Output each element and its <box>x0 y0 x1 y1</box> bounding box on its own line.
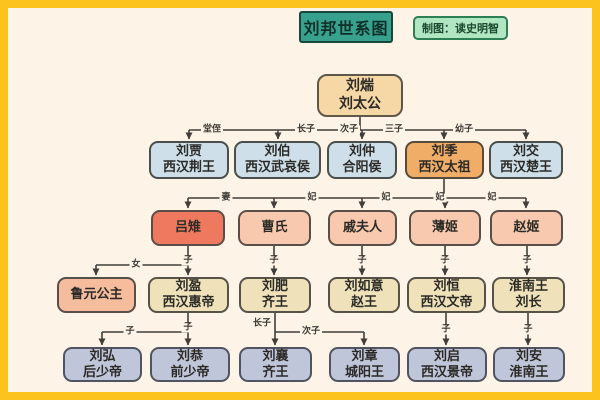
edge-label: 长子 <box>250 318 274 329</box>
edge-label: 堂侄 <box>200 124 224 135</box>
node-liu-zhang: 刘章 城阳王 <box>329 347 400 382</box>
node-title: 西汉景帝 <box>420 364 473 380</box>
node-liu-ying: 刘盈 西汉惠帝 <box>148 277 229 313</box>
edge-label: 子 <box>355 255 369 266</box>
node-liu-zhong: 刘仲 合阳侯 <box>327 141 397 179</box>
node-liu-an: 刘安 淮南王 <box>493 347 565 382</box>
node-liu-qi: 刘启 西汉景帝 <box>407 347 487 382</box>
node-name: 戚夫人 <box>342 220 382 236</box>
node-liu-xiang: 刘襄 齐王 <box>239 347 312 382</box>
edge-label: 妻 <box>219 192 233 203</box>
node-title: 西汉文帝 <box>420 295 473 310</box>
edge-label: 女 <box>129 259 143 270</box>
node-name: 鲁元公主 <box>70 287 123 303</box>
node-name: 淮南王 <box>508 279 548 295</box>
node-title: 合阳侯 <box>342 160 382 175</box>
node-liu-tuan: 刘煓 刘太公 <box>317 74 403 117</box>
edge-label: 妃 <box>305 192 319 203</box>
edge-label: 次子 <box>299 326 323 337</box>
node-title: 城阳王 <box>344 364 384 380</box>
node-liu-bo: 刘伯 西汉武哀侯 <box>234 141 321 179</box>
edge-label: 妃 <box>433 192 447 203</box>
node-liu-hong: 刘弘 后少帝 <box>63 347 142 382</box>
node-name: 曹氏 <box>261 220 288 236</box>
edge-label: 子 <box>520 255 534 266</box>
edge-label: 子 <box>438 255 452 266</box>
node-name: 刘恒 <box>433 279 460 295</box>
node-title: 西汉武哀侯 <box>244 160 310 175</box>
node-name: 刘恭 <box>176 348 203 364</box>
node-name: 刘如意 <box>344 279 384 295</box>
node-liu-chang: 淮南王 刘长 <box>492 277 565 313</box>
node-name: 刘启 <box>433 348 460 364</box>
node-title: 齐王 <box>261 295 288 310</box>
node-name: 刘伯 <box>264 144 291 160</box>
edge-label: 长子 <box>294 124 318 135</box>
node-title: 刘长 <box>515 295 542 310</box>
node-title: 赵王 <box>350 295 377 310</box>
node-title: 淮南王 <box>509 364 549 380</box>
edge-label: 幼子 <box>452 124 476 135</box>
node-name: 刘煓 <box>346 78 374 95</box>
node-cao-shi: 曹氏 <box>238 210 311 246</box>
node-luyuan-gongzhu: 鲁元公主 <box>57 277 136 313</box>
node-title: 西汉荆王 <box>162 160 215 175</box>
node-liu-ruyi: 刘如意 赵王 <box>328 277 400 313</box>
node-name: 刘章 <box>351 348 378 364</box>
node-title: 齐王 <box>262 364 289 380</box>
node-title: 西汉楚王 <box>499 160 552 175</box>
node-name: 刘季 <box>431 144 458 160</box>
edge-label: 子 <box>123 326 137 337</box>
edge-label: 妃 <box>379 192 393 203</box>
node-name: 刘肥 <box>261 279 288 295</box>
edge-label: 子 <box>181 255 195 266</box>
node-liu-fei: 刘肥 齐王 <box>239 277 311 313</box>
node-name: 吕雉 <box>174 220 201 236</box>
node-liu-jia: 刘贾 西汉荆王 <box>149 141 229 179</box>
node-title: 后少帝 <box>82 364 122 380</box>
edge-label: 子 <box>439 324 453 335</box>
edge-label: 子 <box>267 255 281 266</box>
edge-label: 次子 <box>337 124 361 135</box>
node-name: 刘安 <box>515 348 542 364</box>
node-liu-ji: 刘季 西汉太祖 <box>405 141 484 179</box>
node-title: 刘太公 <box>339 95 381 112</box>
node-name: 刘弘 <box>89 348 116 364</box>
node-name: 刘仲 <box>348 144 375 160</box>
credit-badge: 制图：读史明智 <box>413 16 508 40</box>
node-title: 前少帝 <box>170 364 210 380</box>
node-bo-ji: 薄姬 <box>409 210 481 246</box>
edge-label: 妃 <box>485 192 499 203</box>
edge-label: 子 <box>181 322 195 333</box>
node-name: 刘襄 <box>262 348 289 364</box>
node-qi-furen: 戚夫人 <box>328 210 397 246</box>
page-title: 刘邦世系图 <box>299 11 393 43</box>
edge-label: 三子 <box>382 124 406 135</box>
node-liu-jiao: 刘交 西汉楚王 <box>489 141 563 179</box>
node-title: 西汉太祖 <box>418 160 471 175</box>
node-name: 刘交 <box>512 144 539 160</box>
node-liu-gong: 刘恭 前少帝 <box>150 347 230 382</box>
node-liu-heng: 刘恒 西汉文帝 <box>407 277 486 313</box>
node-name: 刘盈 <box>175 279 202 295</box>
edge-label: 子 <box>521 324 535 335</box>
node-lv-zhi: 吕雉 <box>151 210 225 246</box>
node-name: 刘贾 <box>175 144 202 160</box>
node-name: 赵姬 <box>513 220 540 236</box>
node-title: 西汉惠帝 <box>162 295 215 310</box>
node-name: 薄姬 <box>431 220 458 236</box>
node-zhao-ji: 赵姬 <box>490 210 563 246</box>
